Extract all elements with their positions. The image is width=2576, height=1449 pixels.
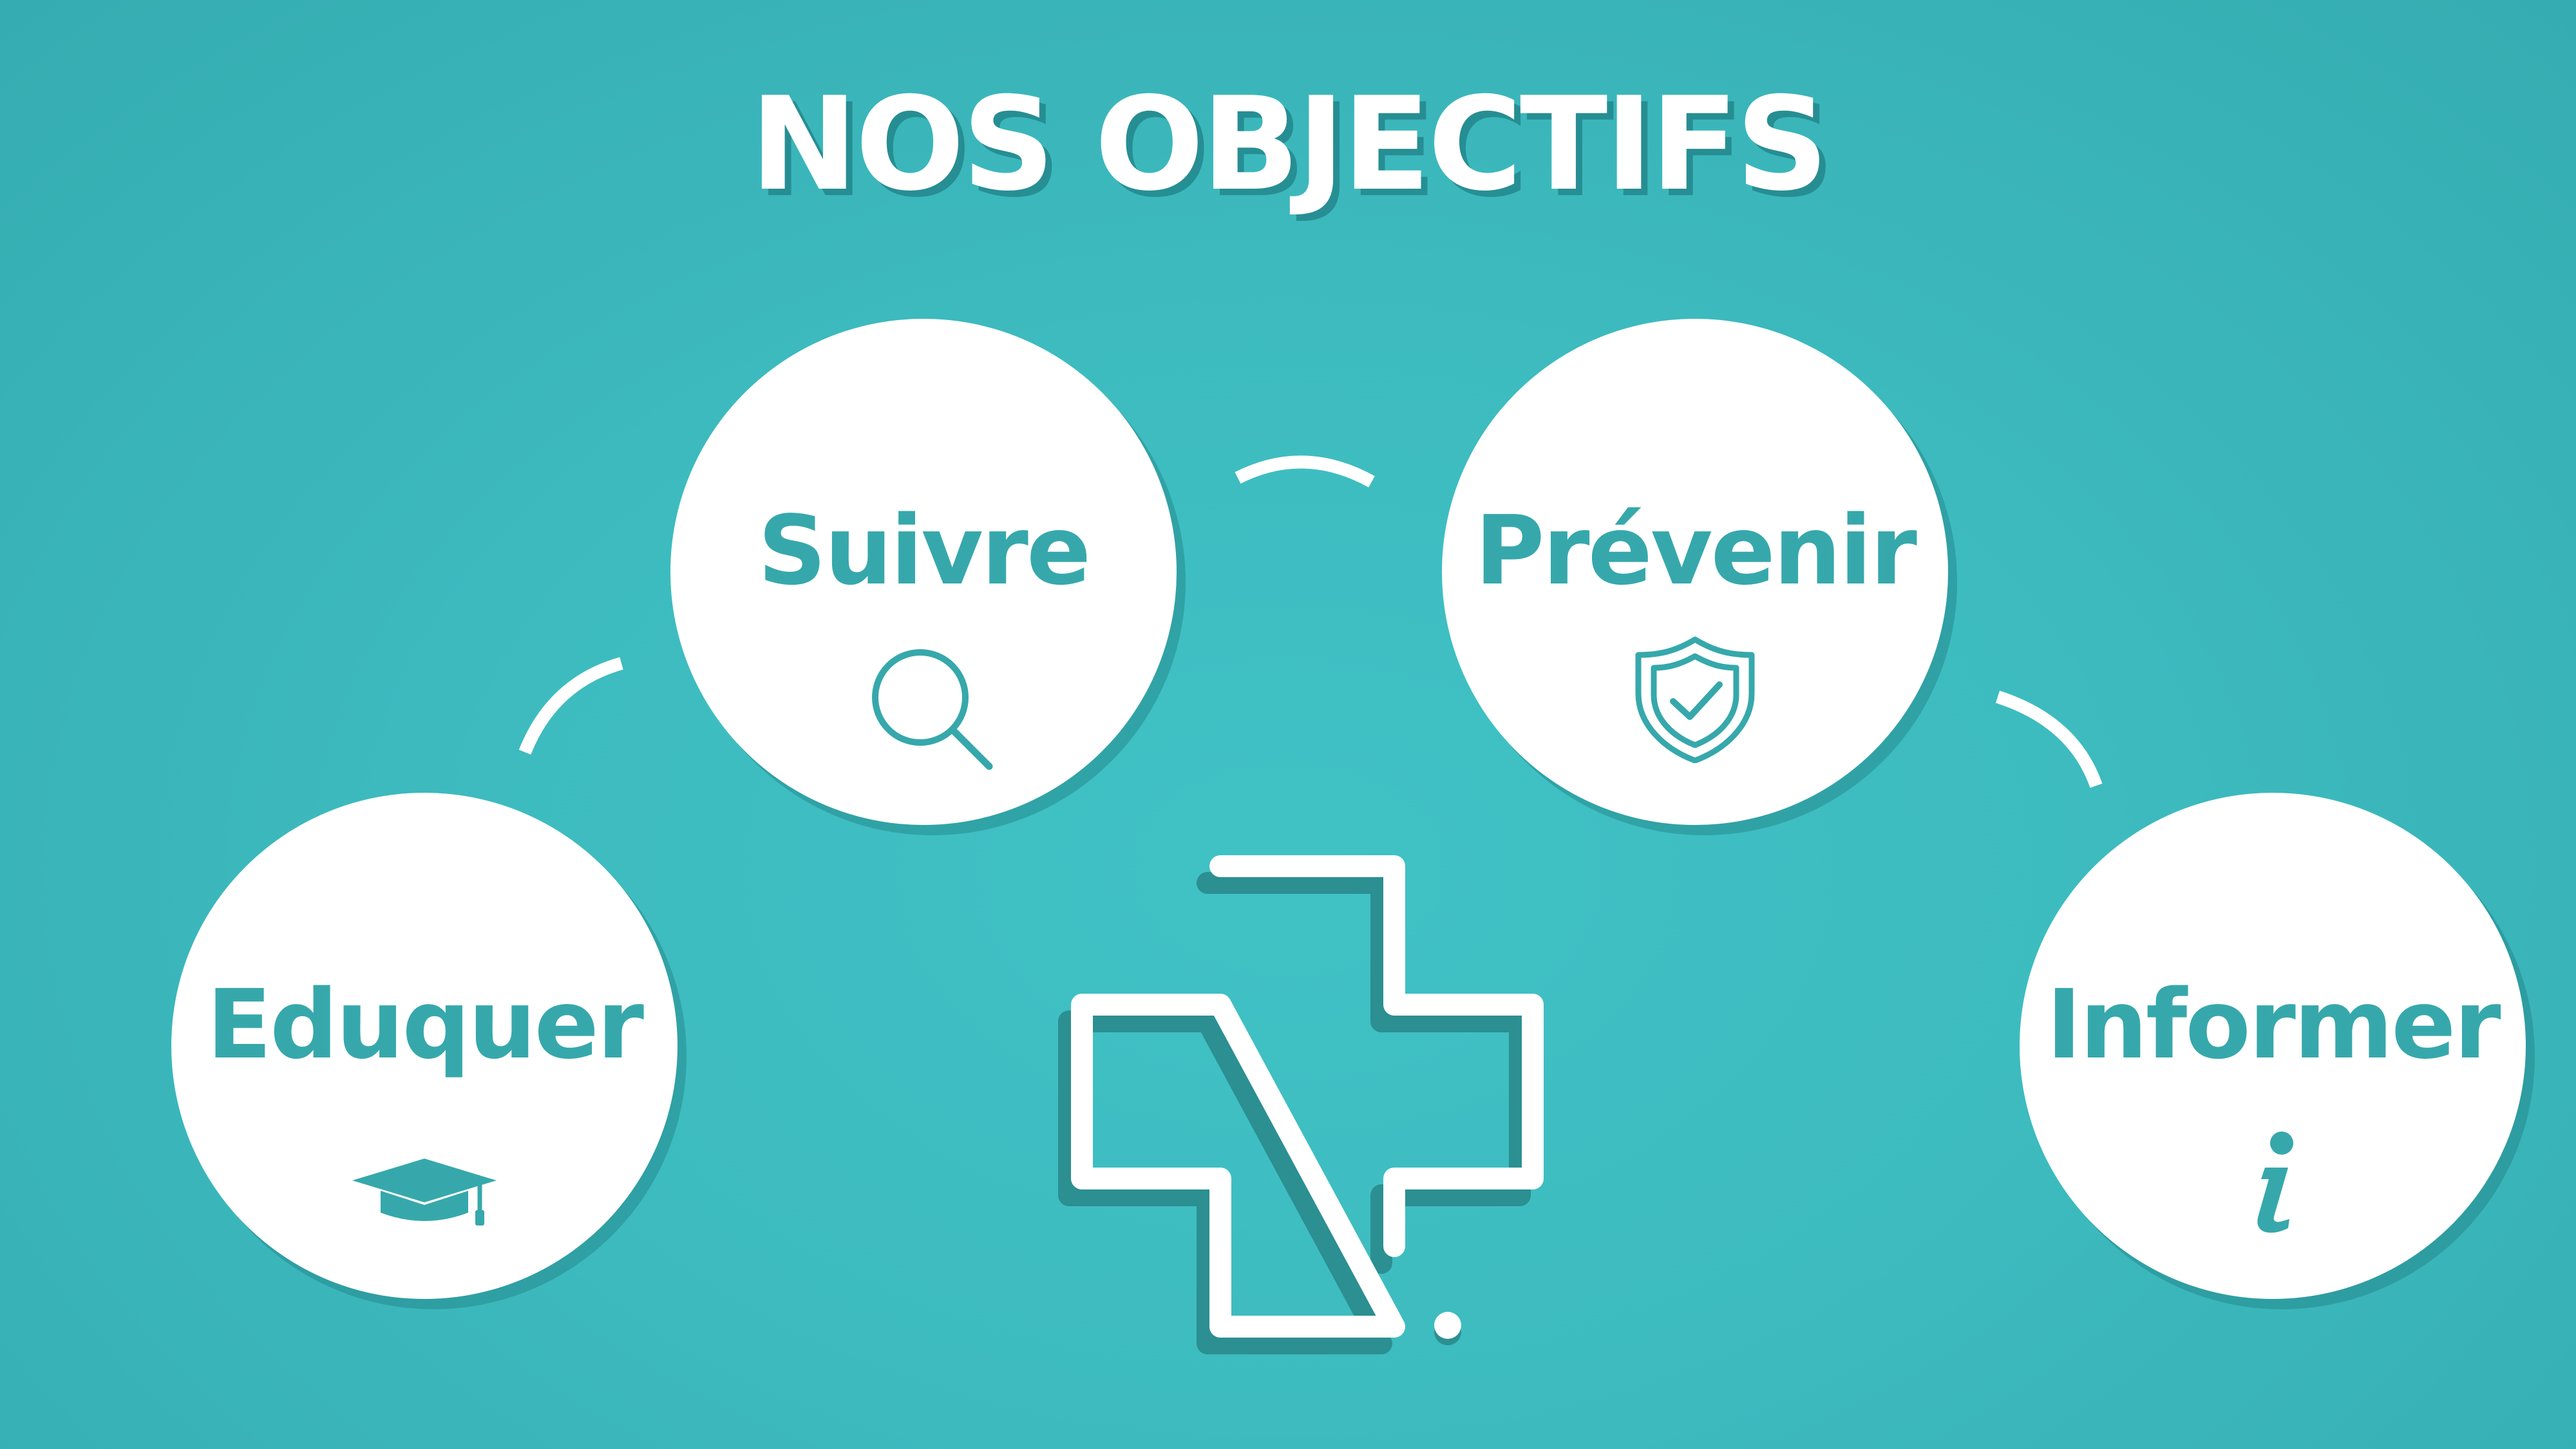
info-icon	[2257, 1132, 2293, 1233]
objective-circle-informer: Informer	[2020, 793, 2526, 1299]
medical-cross-icon	[1058, 855, 1544, 1354]
graduation-cap-icon	[352, 1159, 497, 1226]
objective-label-prevenir: Prévenir	[1475, 495, 1917, 606]
objective-circle-suivre: Suivre	[670, 319, 1177, 825]
objective-circle-eduquer: Eduquer	[171, 793, 677, 1299]
connector-arc-suivre-prevenir	[1235, 455, 1375, 488]
objective-circle-prevenir: Prévenir	[1442, 319, 1948, 825]
connector-arc-eduquer-suivre	[518, 657, 623, 755]
objective-label-informer: Informer	[2046, 969, 2501, 1080]
page-title: NOS OBJECTIFS	[750, 70, 1829, 220]
shield-check-icon	[1635, 636, 1755, 763]
objective-label-eduquer: Eduquer	[206, 969, 644, 1080]
magnifying-glass-icon	[872, 649, 993, 770]
objective-label-suivre: Suivre	[757, 495, 1092, 606]
connector-arc-prevenir-informer	[1995, 690, 2103, 788]
